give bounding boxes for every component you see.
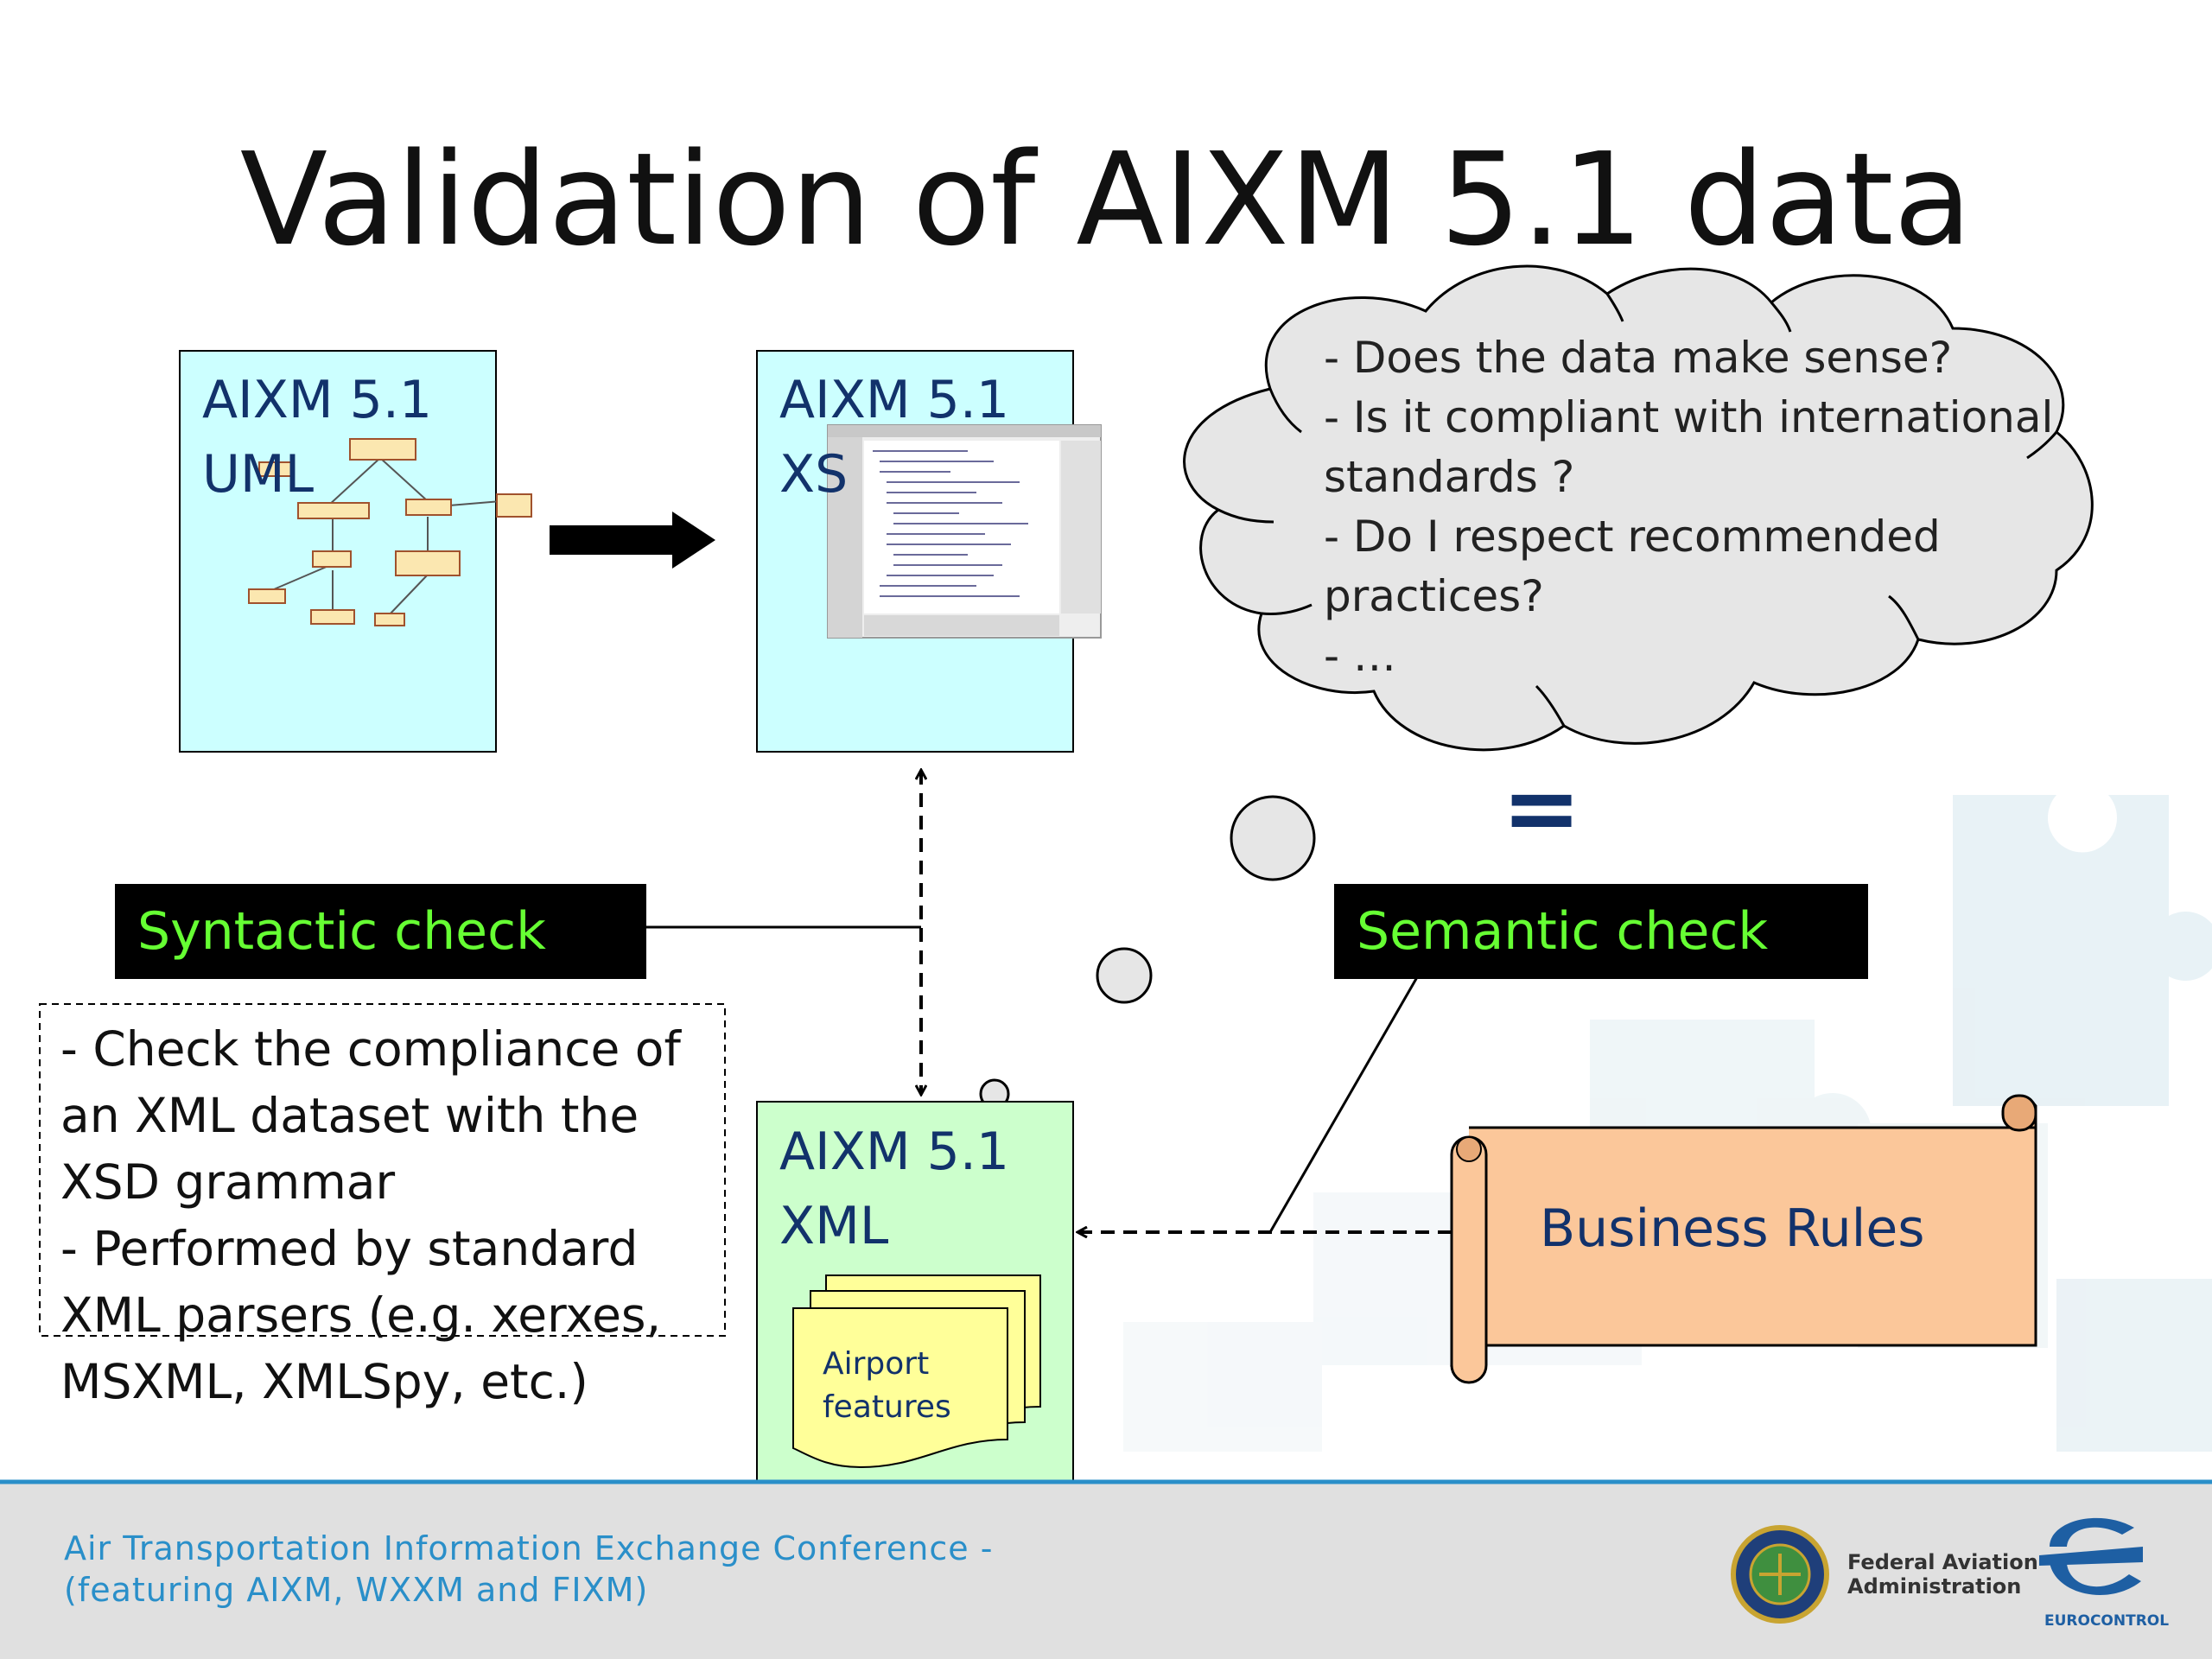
syntactic-line: - Check the compliance of <box>60 1021 681 1077</box>
syntactic-line: - Performed by standard <box>60 1221 639 1276</box>
faa-name: Federal Aviation Administration <box>1847 1550 2038 1599</box>
faa-seal-logo <box>1731 1525 1829 1624</box>
xml-label-line2: XML <box>779 1196 889 1256</box>
xml-label-line1: AIXM 5.1 <box>779 1122 1010 1182</box>
syntactic-line: an XML dataset with the <box>60 1088 639 1143</box>
business-rules-scroll <box>1450 1094 2037 1384</box>
footer-conference-line2: (featuring AIXM, WXXM and FIXM) <box>64 1571 649 1609</box>
cloud-line: practices? <box>1324 571 1544 621</box>
big-right-arrow <box>550 512 715 569</box>
faa-name-line1: Federal Aviation <box>1847 1550 2038 1574</box>
syntactic-description: - Check the compliance of an XML dataset… <box>60 1016 681 1415</box>
syntactic-description-box <box>39 1003 726 1337</box>
footer-conference-line1: Air Transportation Information Exchange … <box>64 1529 994 1567</box>
uml-label-line1: AIXM 5.1 <box>202 370 433 430</box>
syntactic-check-label: Syntactic check <box>115 884 646 979</box>
uml-diagram-image <box>248 438 532 626</box>
slide-title: Validation of AIXM 5.1 data <box>239 125 1973 274</box>
thought-cloud <box>1183 264 2094 752</box>
cloud-line: standards ? <box>1324 452 1575 502</box>
thought-bubble-medium <box>1096 947 1153 1004</box>
cloud-text: - Does the data make sense? - Is it comp… <box>1324 328 2053 686</box>
semantic-connector <box>1268 976 1419 1233</box>
footer-conference: Air Transportation Information Exchange … <box>64 1528 993 1611</box>
cloud-line: - Is it compliant with international <box>1324 392 2054 442</box>
xml-box-label: AIXM 5.1 XML <box>779 1115 1009 1263</box>
uml-box-label: AIXM 5.1 UML <box>202 363 432 512</box>
business-rules-label: Business Rules <box>1540 1198 1925 1259</box>
syntactic-line: XSD grammar <box>60 1154 396 1210</box>
xsd-label-line2: XS <box>779 444 849 505</box>
airport-features-line1: Airport <box>823 1346 930 1382</box>
uml-label-line2: UML <box>202 444 315 505</box>
airport-features-label: Airport features <box>823 1343 951 1429</box>
cloud-line: - Do I respect recommended <box>1324 512 1941 562</box>
eurocontrol-name: EUROCONTROL <box>2044 1612 2170 1630</box>
equals-sign: = <box>1502 753 1582 863</box>
cloud-line: - … <box>1324 631 1396 681</box>
xsd-label-line1: AIXM 5.1 <box>779 370 1010 430</box>
cloud-line: - Does the data make sense? <box>1324 333 1953 383</box>
footer-band <box>0 1482 2212 1659</box>
faa-name-line2: Administration <box>1847 1574 2022 1599</box>
eurocontrol-logo <box>2039 1517 2143 1595</box>
airport-features-line2: features <box>823 1389 951 1425</box>
semantic-check-label: Semantic check <box>1334 884 1868 979</box>
syntactic-line: MSXML, XMLSpy, etc.) <box>60 1354 588 1409</box>
airport-features-stack <box>792 1274 1041 1469</box>
thought-bubble-large <box>1230 795 1316 881</box>
syntactic-line: XML parsers (e.g. xerxes, <box>60 1287 662 1343</box>
xsd-screenshot-image <box>827 424 1102 639</box>
xsd-box-label: AIXM 5.1 XS <box>779 363 1009 512</box>
